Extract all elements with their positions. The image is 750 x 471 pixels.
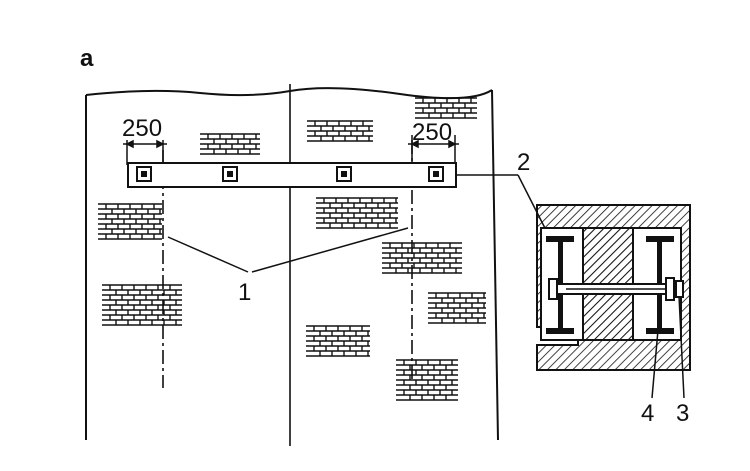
bolt-icon <box>428 166 444 182</box>
callout-2: 2 <box>517 149 530 176</box>
callout-4: 4 <box>641 400 654 427</box>
brick-patch <box>307 120 373 142</box>
bolt-icon <box>222 166 238 182</box>
dimension-right-label: 250 <box>412 119 452 146</box>
brick-patch <box>428 292 486 324</box>
leader-lines-1 <box>167 227 409 273</box>
brick-patch <box>396 359 458 401</box>
dimension-right <box>408 135 459 165</box>
bolt-icon <box>136 166 152 182</box>
callout-3: 3 <box>676 400 689 427</box>
brick-patch <box>200 133 260 155</box>
bolt-heads <box>136 166 444 182</box>
callout-1: 1 <box>238 279 251 306</box>
steel-beam <box>127 162 457 188</box>
brick-patch <box>382 242 462 274</box>
brick-patch <box>415 97 477 119</box>
axis-lines <box>162 140 413 388</box>
dimension-left-label: 250 <box>122 115 162 142</box>
leader-lines-3-4 <box>651 295 685 399</box>
panel-label: a <box>80 45 94 72</box>
brick-patch <box>306 325 370 357</box>
bolt-icon <box>336 166 352 182</box>
through-bolt <box>548 277 684 301</box>
section-detail <box>536 204 691 371</box>
brick-patch <box>102 284 182 326</box>
brick-masonry <box>98 97 486 401</box>
brick-patch <box>316 197 398 229</box>
brick-patch <box>98 203 162 240</box>
dimension-left <box>123 139 167 165</box>
